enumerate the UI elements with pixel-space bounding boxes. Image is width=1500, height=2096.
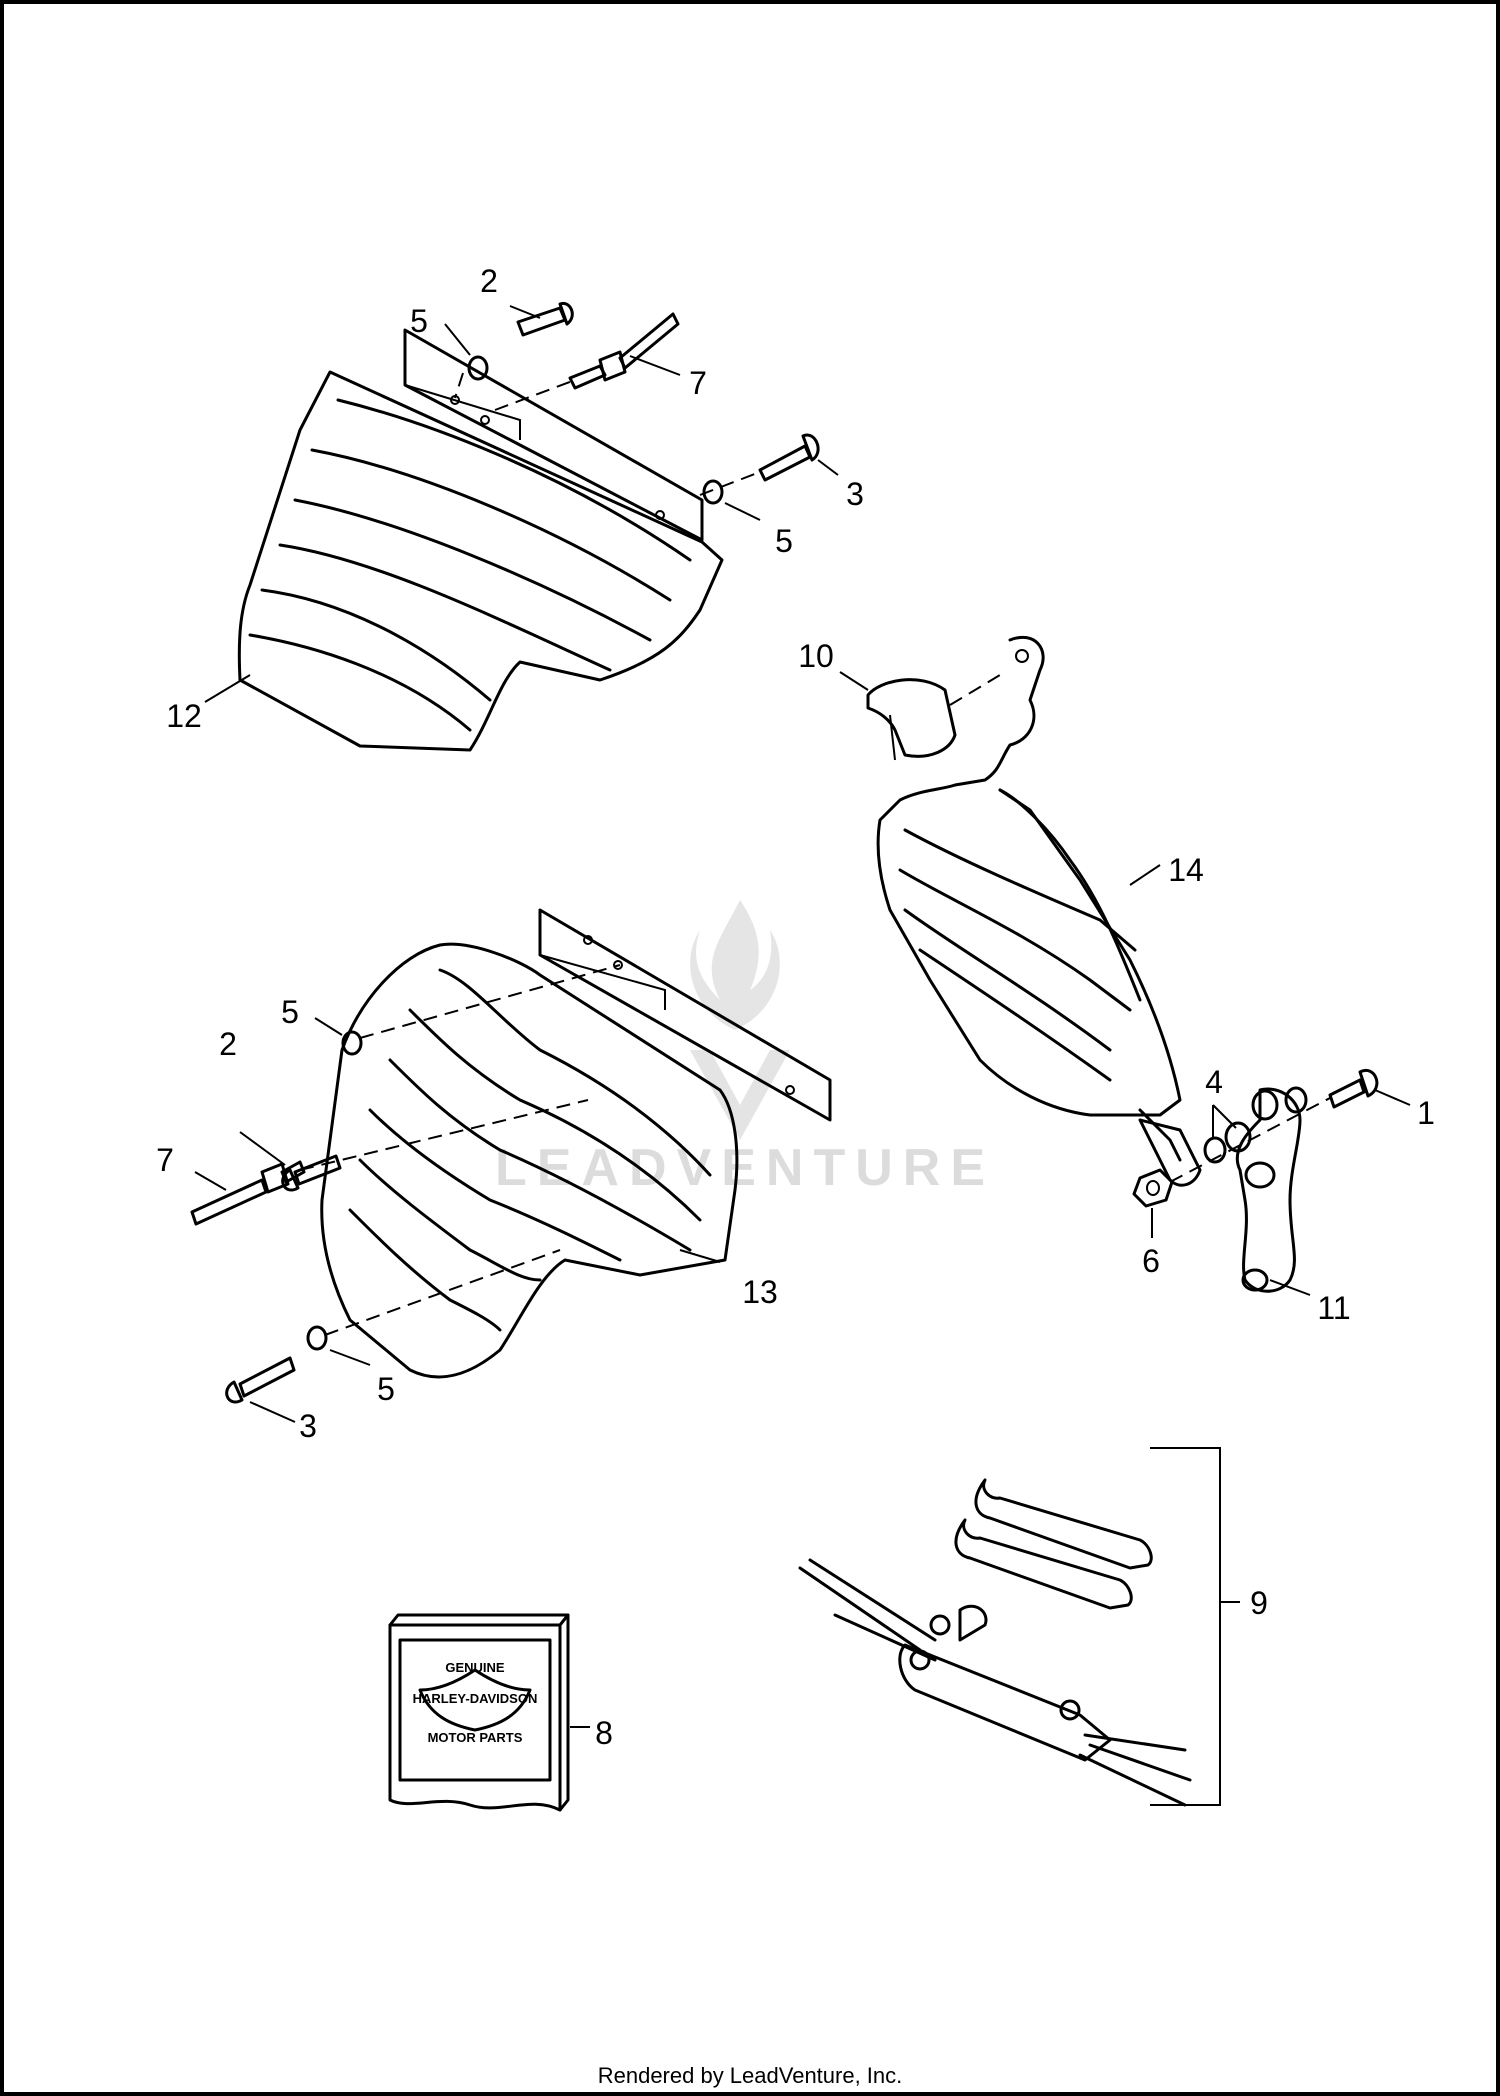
part-12-rack bbox=[237, 328, 724, 752]
leader-line bbox=[1129, 864, 1161, 886]
leader-line bbox=[724, 502, 761, 521]
callout-5: 5 bbox=[775, 523, 793, 559]
leader-line bbox=[1374, 1089, 1411, 1106]
alignment-line bbox=[359, 964, 621, 1039]
part-4-washer-b bbox=[1224, 1121, 1252, 1153]
callout-11: 11 bbox=[1317, 1290, 1350, 1326]
part-6-nut bbox=[1132, 1168, 1174, 1208]
alignment-line bbox=[324, 1249, 561, 1336]
leader-line bbox=[444, 323, 471, 356]
leader-line bbox=[1269, 1279, 1311, 1296]
callout-13: 13 bbox=[742, 1274, 778, 1310]
part-14-side-rack bbox=[876, 635, 1182, 1162]
part-7-stud-upper bbox=[568, 312, 680, 390]
part-10-sleeve bbox=[866, 678, 957, 761]
logo-text-brand: HARLEY-DAVIDSON bbox=[413, 1691, 538, 1706]
part-4-washer-a bbox=[1203, 1136, 1227, 1164]
callout-10: 10 bbox=[798, 638, 834, 674]
part-2-screw-lower bbox=[281, 1154, 342, 1192]
callout-7: 7 bbox=[689, 365, 707, 401]
part-1-bolt bbox=[1328, 1068, 1379, 1109]
callout-14: 14 bbox=[1168, 852, 1204, 888]
part-5-washer-d bbox=[306, 1325, 328, 1351]
part-9-tool-kit bbox=[798, 1478, 1192, 1807]
part-7-stud-lower bbox=[190, 1160, 306, 1226]
part-11-bracket bbox=[1235, 1086, 1308, 1293]
callout-6: 6 bbox=[1142, 1243, 1160, 1279]
callout-2: 2 bbox=[480, 263, 498, 299]
part-3-screw-upper bbox=[758, 433, 820, 482]
part-2-screw-upper bbox=[516, 301, 574, 337]
leader-line bbox=[194, 1171, 227, 1191]
callout-7: 7 bbox=[156, 1142, 174, 1178]
wings-logo-icon bbox=[418, 1668, 532, 1732]
leadventure-watermark: LEADVENTURE bbox=[495, 900, 995, 1197]
leader-line bbox=[509, 305, 541, 319]
alignment-line bbox=[299, 1099, 589, 1171]
callout-8: 8 bbox=[595, 1715, 613, 1751]
callout-5: 5 bbox=[410, 303, 428, 339]
leader-line bbox=[329, 1349, 371, 1366]
alignment-line bbox=[949, 671, 1006, 706]
leader-line bbox=[239, 1131, 286, 1166]
leader-line bbox=[839, 671, 869, 691]
callout-5: 5 bbox=[377, 1371, 395, 1407]
alignment-line bbox=[699, 471, 761, 496]
part-3-screw-lower bbox=[225, 1356, 296, 1404]
callout-1: 1 bbox=[1417, 1095, 1435, 1131]
callout-2: 2 bbox=[219, 1026, 237, 1062]
callout-12: 12 bbox=[166, 698, 202, 734]
leader-line bbox=[679, 1249, 721, 1263]
alignment-line bbox=[1169, 1097, 1331, 1183]
part-5-washer-c bbox=[341, 1030, 363, 1056]
callout-3: 3 bbox=[299, 1408, 317, 1444]
watermark-text: LEADVENTURE bbox=[495, 1139, 995, 1197]
part-8-parts-book: GENUINE HARLEY-DAVIDSON MOTOR PARTS bbox=[388, 1613, 570, 1812]
alignment-line bbox=[494, 379, 576, 411]
part-5-washer-b bbox=[702, 479, 724, 505]
callout-4: 4 bbox=[1205, 1064, 1223, 1100]
callout-3: 3 bbox=[846, 476, 864, 512]
v-logo-icon bbox=[690, 1050, 790, 1140]
part-5-washer-a bbox=[467, 355, 489, 381]
leader-line bbox=[249, 1401, 296, 1423]
leader-line bbox=[817, 459, 839, 476]
logo-text-genuine: GENUINE bbox=[445, 1660, 505, 1675]
leader-line bbox=[204, 674, 251, 703]
callout-5: 5 bbox=[281, 994, 299, 1030]
alignment-line bbox=[454, 372, 464, 399]
part-13-rack bbox=[320, 908, 832, 1379]
leader-line bbox=[314, 1017, 343, 1036]
bracket-line bbox=[1150, 1447, 1221, 1806]
leader-line bbox=[1212, 1104, 1237, 1129]
footer-credit: Rendered by LeadVenture, Inc. bbox=[598, 2063, 903, 2088]
flame-logo-icon bbox=[690, 900, 780, 1030]
logo-text-motor-parts: MOTOR PARTS bbox=[428, 1730, 523, 1745]
leader-line bbox=[629, 355, 681, 376]
callout-9: 9 bbox=[1250, 1585, 1268, 1621]
